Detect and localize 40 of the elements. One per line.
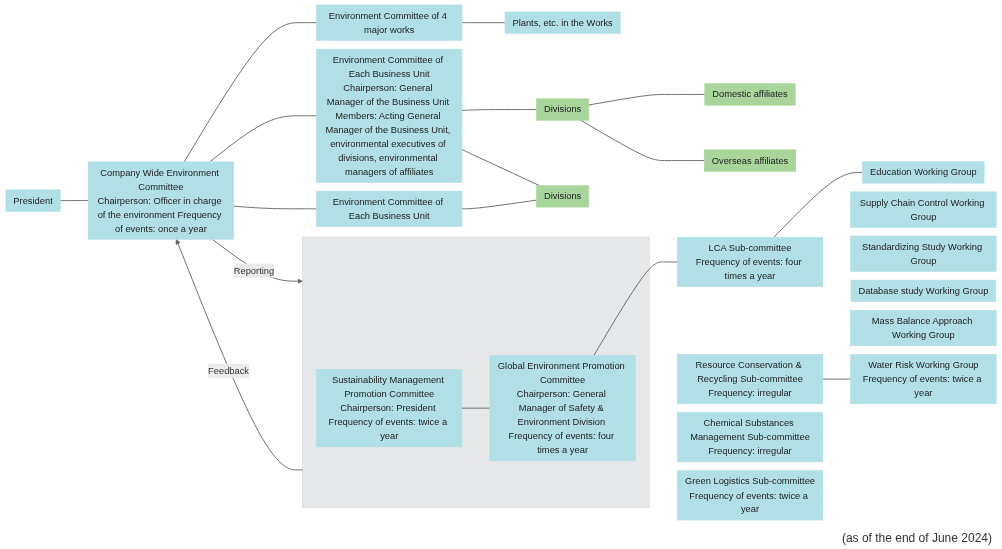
connector <box>233 205 317 210</box>
node-box: Divisions <box>536 185 589 208</box>
node-box: LCA Sub-committee Frequency of events: four times a year <box>676 236 823 287</box>
edge-label: Reporting <box>233 264 275 276</box>
node-box: Plants, etc. in the Works <box>504 11 621 34</box>
connector <box>209 115 317 163</box>
node-box: Environment Committee of Each Business Unit Chairperson: General Manager of the Business Unit Members: Acting General Manager of the Business Unit, environmental executives of divisions, environmental managers of affiliates <box>316 48 463 183</box>
node-box: Divisions <box>536 98 589 121</box>
node-box: Environment Committee of Each Business Unit <box>316 190 463 227</box>
caption: (as of the end of June 2024) <box>841 531 992 545</box>
node-box: President <box>5 189 61 212</box>
node-box: Sustainability Management Promotion Committee Chairperson: President Frequency of events: twice a year <box>316 369 463 448</box>
connector <box>461 407 491 409</box>
connector <box>461 149 540 187</box>
node-box: Domestic affiliates <box>704 83 796 106</box>
cluster <box>302 236 650 509</box>
node-box: Company Wide Environment Committee Chairperson: Officer in charge of the environment Frequency of events: once a year <box>87 161 234 240</box>
connector <box>461 22 506 24</box>
node-box: Environment Committee of 4 major works <box>316 4 463 41</box>
connector <box>593 261 678 356</box>
connector <box>59 200 89 202</box>
connector <box>773 172 864 238</box>
connector <box>461 109 537 111</box>
connector <box>580 119 705 162</box>
node-box: Resource Conservation & Recycling Sub-committee Frequency: irregular <box>676 354 823 405</box>
node-box: Education Working Group <box>862 161 985 184</box>
node-box: Global Environment Promotion Committee Chairperson: General Manager of Safety & Environment Division Frequency of events: four times a year <box>489 355 636 462</box>
node-box: Standardizing Study Working Group <box>850 235 997 272</box>
node-box: Chemical Substances Management Sub-committee Frequency: irregular <box>676 412 823 463</box>
connector <box>822 378 852 380</box>
node-box: Green Logistics Sub-committee Frequency of events: twice a year <box>676 470 823 521</box>
connector <box>461 199 537 210</box>
edge-label: Feedback <box>208 364 250 376</box>
node-box: Water Risk Working Group Frequency of events: twice a year <box>850 354 997 405</box>
node-box: Database study Working Group <box>850 279 997 302</box>
node-box: Supply Chain Control Working Group <box>850 191 997 228</box>
connector <box>588 94 706 106</box>
node-box: Mass Balance Approach Working Group <box>850 309 997 346</box>
connector <box>183 22 317 163</box>
node-box: Overseas affiliates <box>703 149 796 172</box>
